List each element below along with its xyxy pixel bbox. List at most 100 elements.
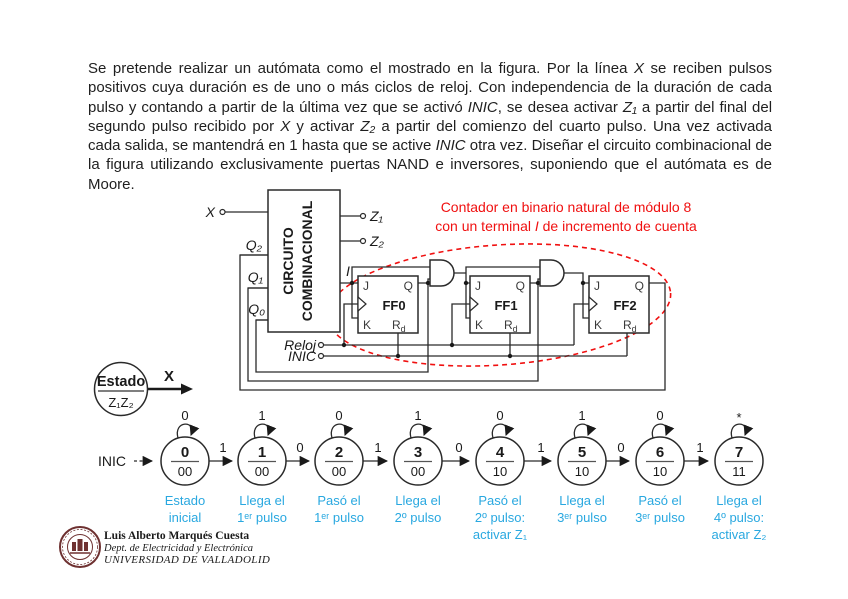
ff2-pin-rd: Rd — [623, 318, 637, 334]
state-1-loop-label: 1 — [258, 408, 265, 423]
i-signal: I — [340, 263, 430, 319]
transition-3-4-label: 0 — [455, 440, 462, 455]
state-5-output: 10 — [575, 464, 589, 479]
footer-university: UNIVERSIDAD DE VALLADOLID — [104, 554, 270, 566]
reloj-terminal — [317, 341, 325, 349]
and-gate-1 — [429, 259, 540, 319]
state-4: 0 4 10 — [475, 408, 525, 486]
footer-department: Dept. de Electricidad y Electrónica — [103, 543, 253, 554]
state-4-loop-label: 0 — [496, 408, 503, 423]
counter-annotation-line1: Contador en binario natural de módulo 8 — [440, 199, 692, 215]
ff2-name: FF2 — [613, 298, 636, 313]
ff0-pin-k: K — [363, 318, 371, 332]
and-gate-2 — [539, 259, 589, 319]
transition-4-5-label: 1 — [537, 440, 544, 455]
combinational-box-label-1: CIRCUITO — [280, 227, 296, 295]
ff2-pin-j: J — [594, 279, 600, 293]
counter-ellipse — [326, 243, 672, 367]
state-1: 1 1 00 — [237, 408, 287, 486]
transition-1-2-label: 0 — [296, 440, 303, 455]
state-5: 1 5 10 — [557, 408, 607, 486]
combinational-circuit-box: CIRCUITO COMBINACIONAL — [267, 189, 341, 333]
ff1-pin-q: Q — [516, 279, 525, 293]
ff1-pin-rd: Rd — [504, 318, 518, 334]
counter-annotation-line2: con un terminal I de incremento de cuent… — [435, 218, 697, 234]
state-6-loop-label: 0 — [656, 408, 663, 423]
state-3-output: 00 — [411, 464, 425, 479]
footer-author: Luis Alberto Marqués Cuesta — [104, 530, 249, 542]
legend-arrow-label: X — [164, 368, 174, 385]
state-3-name: 3 — [414, 444, 422, 461]
state-0-output: 00 — [178, 464, 192, 479]
flipflop-ff0: J Q K Rd FF0 — [357, 275, 419, 334]
state-2: 0 2 00 — [314, 408, 364, 486]
inic-line: INIC — [288, 333, 628, 364]
i-label: I — [346, 263, 350, 279]
problem-statement: Se pretende realizar un autómata como el… — [88, 60, 773, 193]
ff2-pin-q: Q — [635, 279, 644, 293]
state-7-loop-label: * — [736, 410, 741, 425]
state-0-name: 0 — [181, 444, 189, 461]
state-3: 1 3 00 — [393, 408, 443, 486]
inic-terminal — [317, 352, 325, 360]
z1-label: Z₁ — [369, 208, 384, 224]
z1-terminal — [359, 212, 367, 220]
state-5-loop-label: 1 — [578, 408, 585, 423]
state-7: * 7 11 — [714, 410, 764, 486]
ff1-pin-j: J — [475, 279, 481, 293]
state-6: 0 6 10 — [635, 408, 685, 486]
inic-circuit-label: INIC — [288, 348, 317, 364]
state-3-loop-label: 1 — [414, 408, 421, 423]
x-input: X — [205, 204, 268, 220]
ff1-name: FF1 — [494, 298, 517, 313]
legend-title: Estado — [97, 374, 145, 390]
state-2-loop-label: 0 — [335, 408, 342, 423]
state-2-output: 00 — [332, 464, 346, 479]
reloj-label: Reloj — [284, 337, 317, 353]
state-7-name: 7 — [735, 444, 743, 461]
state-6-output: 10 — [653, 464, 667, 479]
flipflop-ff1: J Q K Rd FF1 — [469, 275, 531, 334]
transition-5-6-label: 0 — [617, 440, 624, 455]
reloj-line: Reloj — [284, 303, 589, 353]
state-diagram: INIC 0 0 00 1 1 1 00 — [98, 408, 764, 486]
state-5-name: 5 — [578, 444, 586, 461]
z2-label: Z₂ — [369, 233, 385, 249]
inic-state-label: INIC — [98, 453, 126, 469]
counter-annotation: Contador en binario natural de módulo 8 … — [398, 198, 734, 236]
state-4-name: 4 — [496, 444, 505, 461]
ff0-pin-j: J — [363, 279, 369, 293]
q-port-labels: Q₂ Q₁ Q₀ — [240, 237, 268, 321]
transition-2-3-label: 1 — [374, 440, 381, 455]
state-2-name: 2 — [335, 444, 343, 461]
flipflop-ff2: J Q K Rd FF2 — [588, 275, 650, 334]
state-0-loop-label: 0 — [181, 408, 188, 423]
state-1-name: 1 — [258, 444, 266, 461]
transition-6-7-label: 1 — [696, 440, 703, 455]
footer-credits: Luis Alberto Marqués Cuesta Dept. de Ele… — [103, 530, 270, 566]
university-seal — [59, 526, 101, 568]
z2-output: Z₂ — [340, 233, 385, 249]
combinational-box-label-2: COMBINACIONAL — [299, 200, 315, 321]
ff2-pin-k: K — [594, 318, 602, 332]
state-0: 0 0 00 — [160, 408, 210, 486]
legend-arrowhead — [181, 383, 193, 395]
q2-port-label: Q₂ — [246, 237, 263, 253]
state-6-name: 6 — [656, 444, 664, 461]
q0-port-label: Q₀ — [248, 301, 265, 317]
state-4-output: 10 — [493, 464, 507, 479]
ff1-pin-k: K — [475, 318, 483, 332]
ff0-pin-rd: Rd — [392, 318, 406, 334]
ff0-name: FF0 — [382, 298, 405, 313]
ff0-pin-q: Q — [404, 279, 413, 293]
state-legend: Estado Z₁Z₂ X — [93, 361, 193, 417]
